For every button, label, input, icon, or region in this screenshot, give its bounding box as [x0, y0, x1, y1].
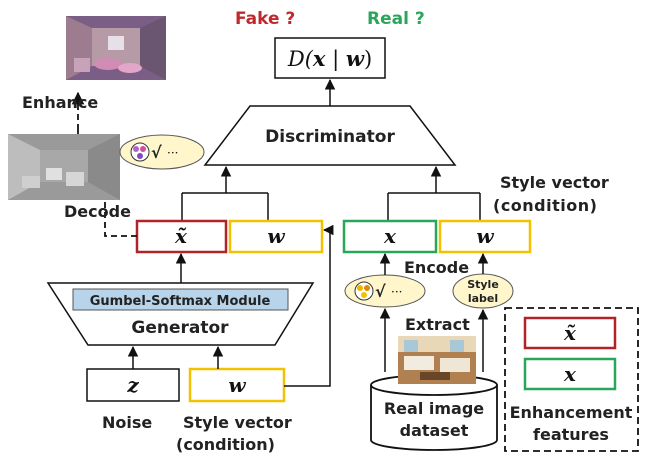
gumbel-softmax-module	[72, 288, 289, 311]
style-label-token: Style label	[452, 273, 514, 309]
d-output-label: D(x | w)	[287, 46, 372, 72]
dataset-line2: dataset	[400, 421, 469, 440]
noise-label: Noise	[102, 413, 152, 432]
condition-label-top: (condition)	[493, 196, 597, 215]
fake-w-label: w	[267, 224, 285, 248]
feature-token-left: √ ···	[119, 134, 205, 170]
real-x-box	[342, 219, 438, 254]
style-w-input-label: w	[228, 373, 246, 397]
style-label-line1: Style	[467, 278, 499, 291]
style-vector-label-bottom: Style vector	[183, 413, 292, 432]
style-w-input-box	[188, 367, 286, 403]
check-mark-right: √	[375, 282, 386, 301]
extract-label: Extract	[405, 315, 470, 334]
legend-title-line1: Enhancement	[510, 403, 633, 422]
decoded-layout-image	[8, 134, 120, 200]
condition-label-bottom: (condition)	[176, 435, 275, 454]
d-output-box	[274, 37, 386, 79]
legend-title-line2: features	[533, 425, 609, 444]
real-w-box	[438, 219, 532, 254]
real-image-dataset: Real image dataset	[370, 374, 498, 451]
legend-fake-label: x̃	[563, 321, 577, 345]
legend-real-label: x	[563, 362, 577, 386]
dataset-line1: Real image	[384, 399, 484, 418]
feature-token-right: √ ···	[344, 274, 426, 308]
generator-label: Generator	[131, 318, 229, 338]
style-label-line2: label	[468, 292, 498, 305]
discriminator-block	[203, 105, 457, 166]
legend: x̃ x Enhancement features	[504, 307, 639, 452]
noise-z-box	[86, 368, 180, 402]
ellipsis-right: ···	[391, 285, 402, 299]
encode-label: Encode	[404, 258, 469, 277]
fake-w-box	[228, 219, 324, 254]
decode-label: Decode	[64, 202, 131, 221]
discriminator-label: Discriminator	[265, 127, 395, 147]
check-mark-left: √	[151, 143, 162, 162]
real-x-label: x	[383, 224, 397, 248]
gumbel-softmax-label: Gumbel-Softmax Module	[90, 294, 271, 309]
fake-x-box	[135, 219, 228, 254]
style-vector-label-top: Style vector	[500, 173, 609, 192]
legend-real-box	[523, 357, 617, 391]
noise-z-label: z	[126, 373, 139, 397]
fake-label: Fake ?	[235, 9, 295, 29]
ellipsis-left: ···	[167, 146, 178, 160]
fake-x-label: x̃	[174, 224, 188, 248]
enhance-label: Enhance	[22, 93, 98, 112]
real-w-label: w	[476, 224, 494, 248]
legend-fake-box	[523, 316, 617, 350]
real-label: Real ?	[367, 9, 425, 29]
enhanced-render-image	[66, 16, 166, 80]
